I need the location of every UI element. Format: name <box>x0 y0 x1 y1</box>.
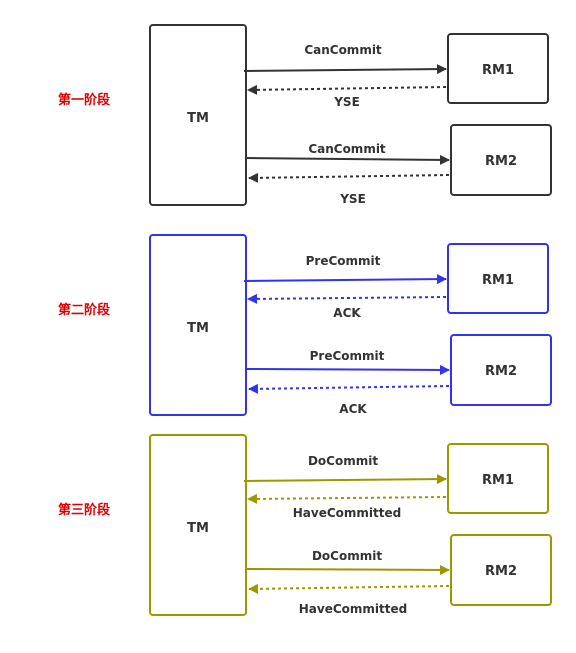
request-arrow-rm2 <box>245 364 450 375</box>
rm2-box <box>450 534 552 606</box>
request-label-rm1: DoCommit <box>308 454 378 468</box>
request-label-rm2: CanCommit <box>308 142 386 156</box>
rm1-box <box>447 243 549 314</box>
rm1-label: RM1 <box>482 63 514 78</box>
tm-label: TM <box>187 521 209 536</box>
phase-label: 第二阶段 <box>58 302 110 318</box>
phase-label: 第三阶段 <box>58 502 110 518</box>
reply-label-rm1: HaveCommitted <box>293 506 401 520</box>
request-label-rm2: PreCommit <box>310 349 385 363</box>
reply-arrow-rm1 <box>247 293 447 304</box>
reply-arrow-rm2 <box>248 583 450 594</box>
request-label-rm1: CanCommit <box>304 43 382 57</box>
request-label-rm2: DoCommit <box>312 549 382 563</box>
rm1-label: RM1 <box>482 473 514 488</box>
request-arrow-rm2 <box>245 564 450 575</box>
rm2-box <box>450 124 552 196</box>
request-arrow-rm1 <box>243 64 447 75</box>
request-label-rm1: PreCommit <box>306 254 381 268</box>
rm1-label: RM1 <box>482 273 514 288</box>
reply-arrow-rm1 <box>247 84 447 95</box>
reply-label-rm2: ACK <box>339 402 367 416</box>
reply-label-rm1: YSE <box>333 95 360 109</box>
rm2-label: RM2 <box>485 564 517 579</box>
reply-label-rm2: YSE <box>339 192 366 206</box>
phase-2: 第二阶段 TM RM1 RM2 PreCommit ACK PreCommit … <box>58 234 552 416</box>
rm2-label: RM2 <box>485 154 517 169</box>
tm-box <box>149 24 247 206</box>
phase-1: 第一阶段 TM RM1 RM2 CanCommit YSE CanCommit … <box>58 24 552 206</box>
rm2-label: RM2 <box>485 364 517 379</box>
request-arrow-rm2 <box>245 154 450 165</box>
reply-arrow-rm1 <box>247 493 447 504</box>
reply-arrow-rm2 <box>248 172 450 183</box>
request-arrow-rm1 <box>243 474 447 485</box>
rm1-box <box>447 443 549 514</box>
rm2-box <box>450 334 552 406</box>
phase-3: 第三阶段 TM RM1 RM2 DoCommit HaveCommitted D… <box>58 434 552 616</box>
reply-arrow-rm2 <box>248 383 450 394</box>
reply-label-rm2: HaveCommitted <box>299 602 407 616</box>
tm-box <box>149 434 247 616</box>
tm-box <box>149 234 247 416</box>
rm1-box <box>447 33 549 104</box>
tm-label: TM <box>187 111 209 126</box>
reply-label-rm1: ACK <box>333 306 361 320</box>
phase-label: 第一阶段 <box>58 92 110 108</box>
request-arrow-rm1 <box>243 274 447 285</box>
tm-label: TM <box>187 321 209 336</box>
